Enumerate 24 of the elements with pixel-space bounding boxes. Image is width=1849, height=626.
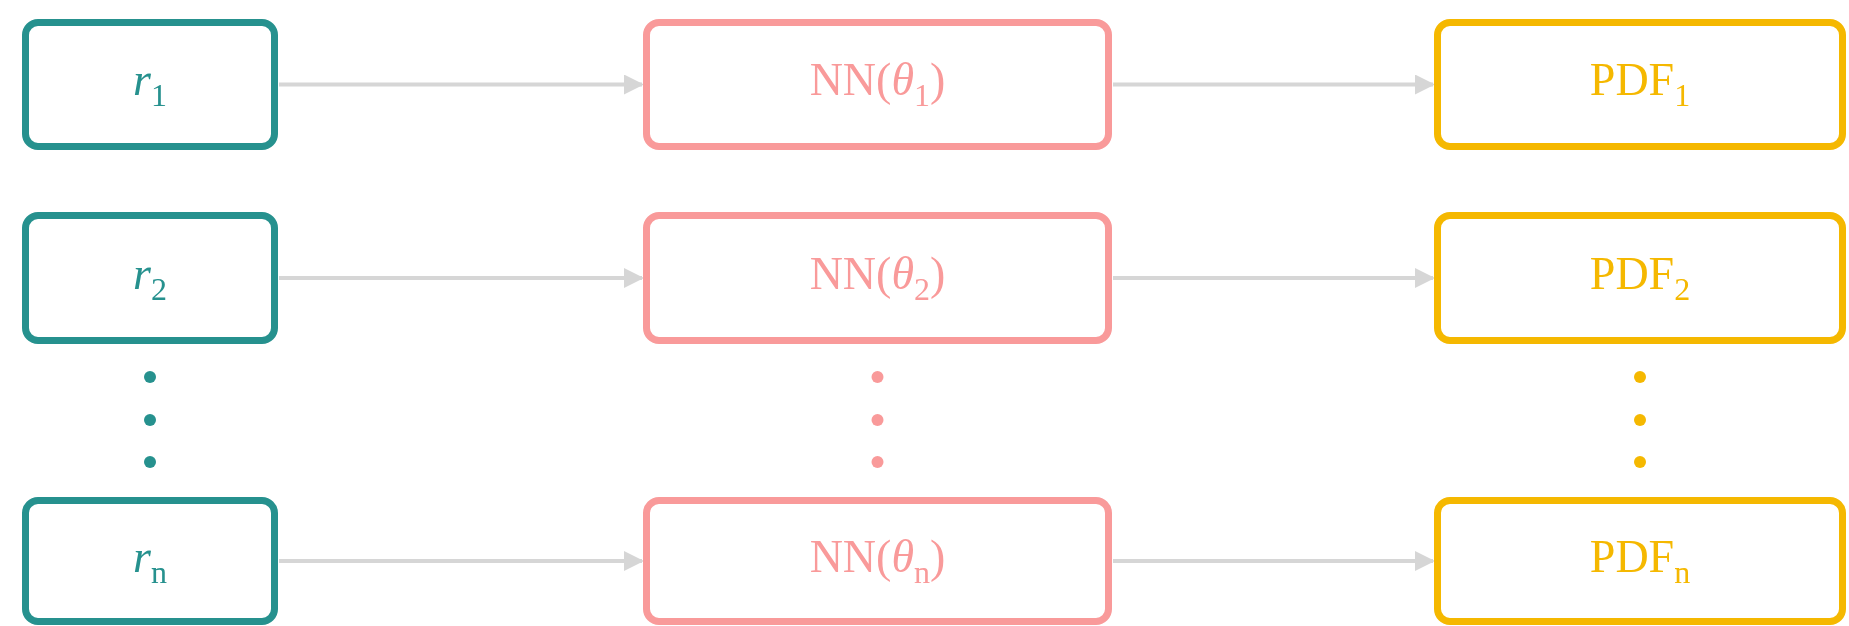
process-box — [1434, 497, 1846, 625]
arrow — [279, 551, 644, 571]
process-box — [643, 19, 1112, 150]
arrow — [279, 74, 644, 95]
process-box — [22, 19, 278, 150]
node-label: r$_{2}$ — [133, 250, 167, 306]
process-box — [1434, 212, 1846, 344]
process-box — [22, 497, 278, 625]
node-label: r$_{1}$ — [133, 57, 167, 112]
node-label: r$_{n}$ — [133, 533, 167, 589]
arrow — [279, 268, 644, 288]
process-box — [643, 212, 1112, 344]
process-box — [1434, 19, 1846, 150]
node-label: PDF$_{2}$ — [1589, 250, 1691, 306]
node-label: NN(θ$_{n}$) — [809, 533, 946, 589]
node-label: NN(θ$_{2}$) — [809, 250, 946, 306]
arrow — [1113, 74, 1435, 95]
process-box — [643, 497, 1112, 625]
arrow — [1113, 268, 1435, 288]
node-label: NN(θ$_{1}$) — [809, 57, 946, 112]
arrow — [1113, 551, 1435, 571]
node-label: PDF$_{1}$ — [1589, 57, 1691, 112]
node-label: PDF$_{n}$ — [1589, 533, 1691, 589]
process-box — [22, 212, 278, 344]
